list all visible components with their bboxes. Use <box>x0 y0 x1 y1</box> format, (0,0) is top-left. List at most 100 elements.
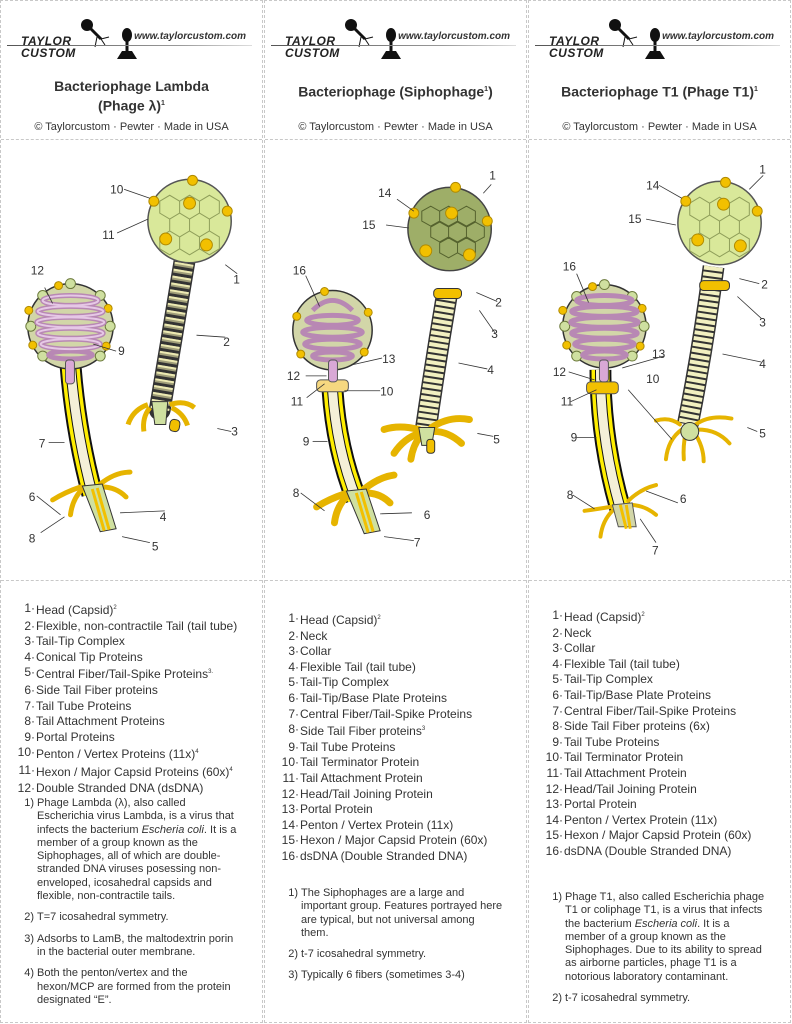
website-link[interactable]: www.taylorcustom.com <box>662 31 774 42</box>
part-number: 2 <box>265 629 299 645</box>
species-name: Escheria coli <box>141 823 204 836</box>
diagram-label-10: 10 <box>646 372 660 386</box>
part-item: 3Tail-Tip Complex <box>1 634 262 650</box>
diagram-label-10: 10 <box>380 385 394 399</box>
diagram-label-5: 5 <box>152 540 159 554</box>
part-number: 12 <box>265 787 299 803</box>
footnote-number: 1) <box>24 797 34 809</box>
part-item: 9Tail Tube Proteins <box>265 740 526 756</box>
website-link[interactable]: www.taylorcustom.com <box>398 31 510 42</box>
footnote-number: 2) <box>552 992 562 1005</box>
part-item: 7Central Fiber/Tail-Spike Proteins <box>529 704 790 720</box>
part-label: Double Stranded DNA (dsDNA) <box>36 780 204 795</box>
phage-silhouette-icon <box>609 19 665 59</box>
diagram-label-1: 1 <box>489 168 496 182</box>
part-number: 14 <box>265 818 299 834</box>
footnote-text: Phage T1, also called Escherichia phage … <box>565 891 765 983</box>
part-number: 3 <box>1 634 35 650</box>
part-label: Collar <box>564 641 596 656</box>
part-number: 16 <box>529 844 563 860</box>
diagram-label-13: 13 <box>382 352 396 366</box>
part-number: 16 <box>265 849 299 865</box>
part-label: Tail-Tip Complex <box>564 672 653 687</box>
part-number: 11 <box>265 771 299 787</box>
part-number: 7 <box>1 699 35 715</box>
part-item: 12Head/Tail Joining Protein <box>265 787 526 803</box>
diagram-label-14: 14 <box>378 186 392 200</box>
part-item: 12Head/Tail Joining Protein <box>529 782 790 798</box>
part-label: Tail Terminator Protein <box>564 750 684 765</box>
part-number: 10 <box>1 745 35 763</box>
part-item: 5Tail-Tip Complex <box>529 672 790 688</box>
part-item: 3Collar <box>265 644 526 660</box>
part-label: Tail Tube Proteins <box>564 734 660 749</box>
part-label: Central Fiber/Tail-Spike Proteins3. <box>36 667 214 682</box>
part-item: 8Side Tail Fiber proteins (6x) <box>529 719 790 735</box>
species-name: Escheria coli <box>634 917 698 930</box>
part-number: 9 <box>265 740 299 756</box>
footnote-ref: 2 <box>641 612 645 618</box>
footnote-number: 1) <box>552 891 562 903</box>
footnote-text: Both the penton/vertex and the hexon/MCP… <box>37 967 231 1006</box>
part-label: Side Tail Fiber proteins3 <box>300 724 426 739</box>
parts-list: 1Head (Capsid)22Flexible, non-contractil… <box>1 601 262 796</box>
footnote-number: 3) <box>24 932 34 945</box>
footnote-ref: 3 <box>421 726 426 733</box>
part-item: 6Tail-Tip/Base Plate Proteins <box>265 691 526 707</box>
part-item: 13Portal Protein <box>265 802 526 818</box>
part-item: 15Hexon / Major Capsid Protein (60x) <box>529 828 790 844</box>
footnotes: 1)Phage Lambda (λ), also called Escheric… <box>1 797 262 1015</box>
part-number: 13 <box>529 797 563 813</box>
diagram-label-12: 12 <box>553 365 567 379</box>
diagram-label-2: 2 <box>495 295 502 309</box>
part-label: Tail Tube Proteins <box>36 698 132 713</box>
diagram-label-7: 7 <box>39 436 46 450</box>
footnote-text: Typically 6 fibers (sometimes 3-4) <box>301 969 465 982</box>
part-label: Portal Protein <box>564 797 637 812</box>
part-number: 2 <box>529 626 563 642</box>
part-label: Penton / Vertex Proteins (11x)4 <box>36 747 199 762</box>
diagram-label-12: 12 <box>31 264 45 278</box>
part-number: 15 <box>529 828 563 844</box>
part-item: 3Collar <box>529 641 790 657</box>
part-label: Tail-Tip/Base Plate Proteins <box>300 690 447 705</box>
part-label: Head/Tail Joining Protein <box>564 781 697 796</box>
diagram-label-15: 15 <box>628 212 642 226</box>
part-label: Tail-Tip/Base Plate Proteins <box>564 687 711 702</box>
diagram-label-8: 8 <box>567 488 574 502</box>
diagram-label-8: 8 <box>29 532 36 546</box>
footnotes: 1)Phage T1, also called Escherichia phag… <box>529 891 790 1013</box>
phage-diagram: 1 2 3 4 5 6 7 8 9 10 11 12 <box>1 140 262 581</box>
diagram-label-6: 6 <box>424 508 431 522</box>
footnote-number: 2) <box>24 911 34 924</box>
part-item: 4Conical Tip Proteins <box>1 650 262 666</box>
footnote-ref: 2 <box>377 615 381 621</box>
diagram-label-9: 9 <box>118 344 125 358</box>
footnote-text: t-7 icosahedral symmetry. <box>565 992 691 1005</box>
part-number: 5 <box>529 672 563 688</box>
footnote: 2)T=7 icosahedral symmetry. <box>1 911 262 924</box>
part-number: 6 <box>1 683 35 699</box>
part-number: 4 <box>529 657 563 673</box>
part-number: 8 <box>265 722 299 740</box>
part-number: 7 <box>265 707 299 723</box>
part-label: Central Fiber/Tail-Spike Proteins <box>564 703 737 718</box>
part-label: Head (Capsid)2 <box>300 613 381 627</box>
part-item: 7Tail Tube Proteins <box>1 699 262 715</box>
card-title: Bacteriophage Lambda(Phage λ)1 <box>54 78 209 114</box>
part-item: 9Tail Tube Proteins <box>529 735 790 751</box>
diagram-label-9: 9 <box>571 430 578 444</box>
website-link[interactable]: www.taylorcustom.com <box>134 31 246 42</box>
part-item: 2Flexible, non-contractile Tail (tail tu… <box>1 619 262 635</box>
phage-t1-illustration: 1 2 3 4 5 6 7 8 9 10 11 12 13 14 15 16 <box>553 162 768 557</box>
part-label: dsDNA (Double Stranded DNA) <box>300 848 468 863</box>
part-number: 6 <box>265 691 299 707</box>
part-item: 11Tail Attachment Protein <box>529 766 790 782</box>
part-item: 9Portal Proteins <box>1 730 262 746</box>
part-number: 4 <box>265 660 299 676</box>
part-label: Collar <box>300 644 332 659</box>
part-number: 7 <box>529 704 563 720</box>
